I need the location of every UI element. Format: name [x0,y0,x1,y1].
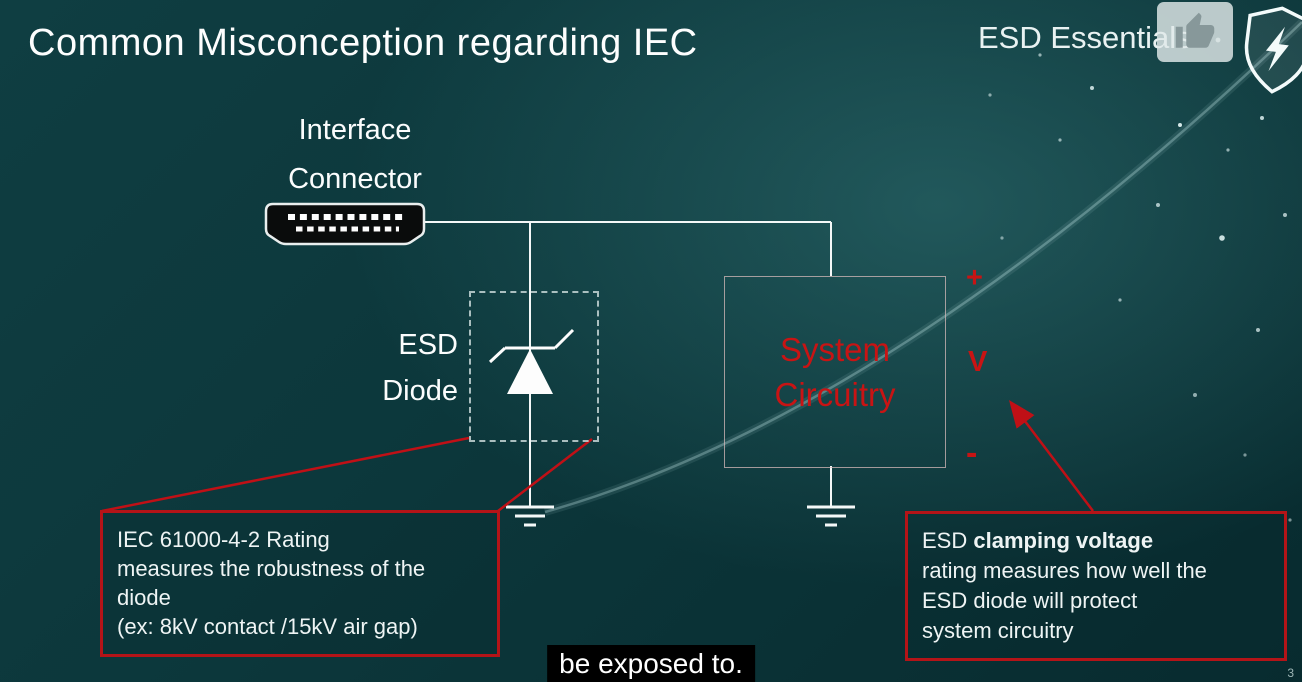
iec-callout-line3: diode [117,585,171,610]
thumbs-up-icon[interactable] [1157,2,1233,62]
system-circuitry-box: System Circuitry [724,276,946,468]
clamping-callout-line4: system circuitry [922,618,1074,643]
voltage-minus-mark: - [966,434,978,472]
iec-callout-line4: (ex: 8kV contact /15kV air gap) [117,614,418,639]
background-stars [988,37,1292,522]
hdmi-connector-icon [264,202,426,246]
clamping-voltage-callout: ESD clamping voltage rating measures how… [905,511,1287,661]
esd-diode-label-line2: Diode [382,375,458,407]
shield-icon [1235,0,1302,102]
brand-title: ESD Essentials [978,20,1192,55]
ground-symbol-system [807,505,855,527]
video-caption: be exposed to. [547,645,755,682]
iec-callout-line2: measures the robustness of the [117,556,426,581]
clamping-callout-line3: ESD diode will protect [922,588,1138,613]
system-circuitry-line1: System [779,331,891,368]
iec-callout-line1: IEC 61000-4-2 Rating [117,527,330,552]
clamping-callout-line1-bold: clamping voltage [973,528,1154,553]
iec-callout-leader-lines [101,436,593,513]
thumbs-up-glyph [1175,12,1215,48]
page-number: 3 [1287,666,1294,680]
clamping-callout-line1-normal: ESD [922,528,974,553]
clamping-callout-arrow [1008,400,1094,512]
system-circuitry-line2: Circuitry [774,376,896,413]
ground-symbol-diode [506,505,554,527]
iec-rating-callout: IEC 61000-4-2 Rating measures the robust… [100,510,500,657]
interface-connector-label: Interface Connector [244,106,466,204]
interface-connector-label-line2: Connector [288,163,422,195]
shield-glyph [1244,6,1302,94]
voltage-plus-mark: + [966,262,983,294]
esd-diode-label-line1: ESD [398,329,458,361]
voltage-v-mark: V [968,346,988,378]
esd-diode-dashed-box [469,291,599,442]
clamping-callout-line2: rating measures how well the [922,558,1207,583]
esd-diode-label: ESD Diode [358,322,458,414]
interface-connector-label-line1: Interface [298,114,412,146]
clamping-callout-line1: ESD clamping voltage [922,526,1270,556]
page-title: Common Misconception regarding IEC [28,22,698,64]
